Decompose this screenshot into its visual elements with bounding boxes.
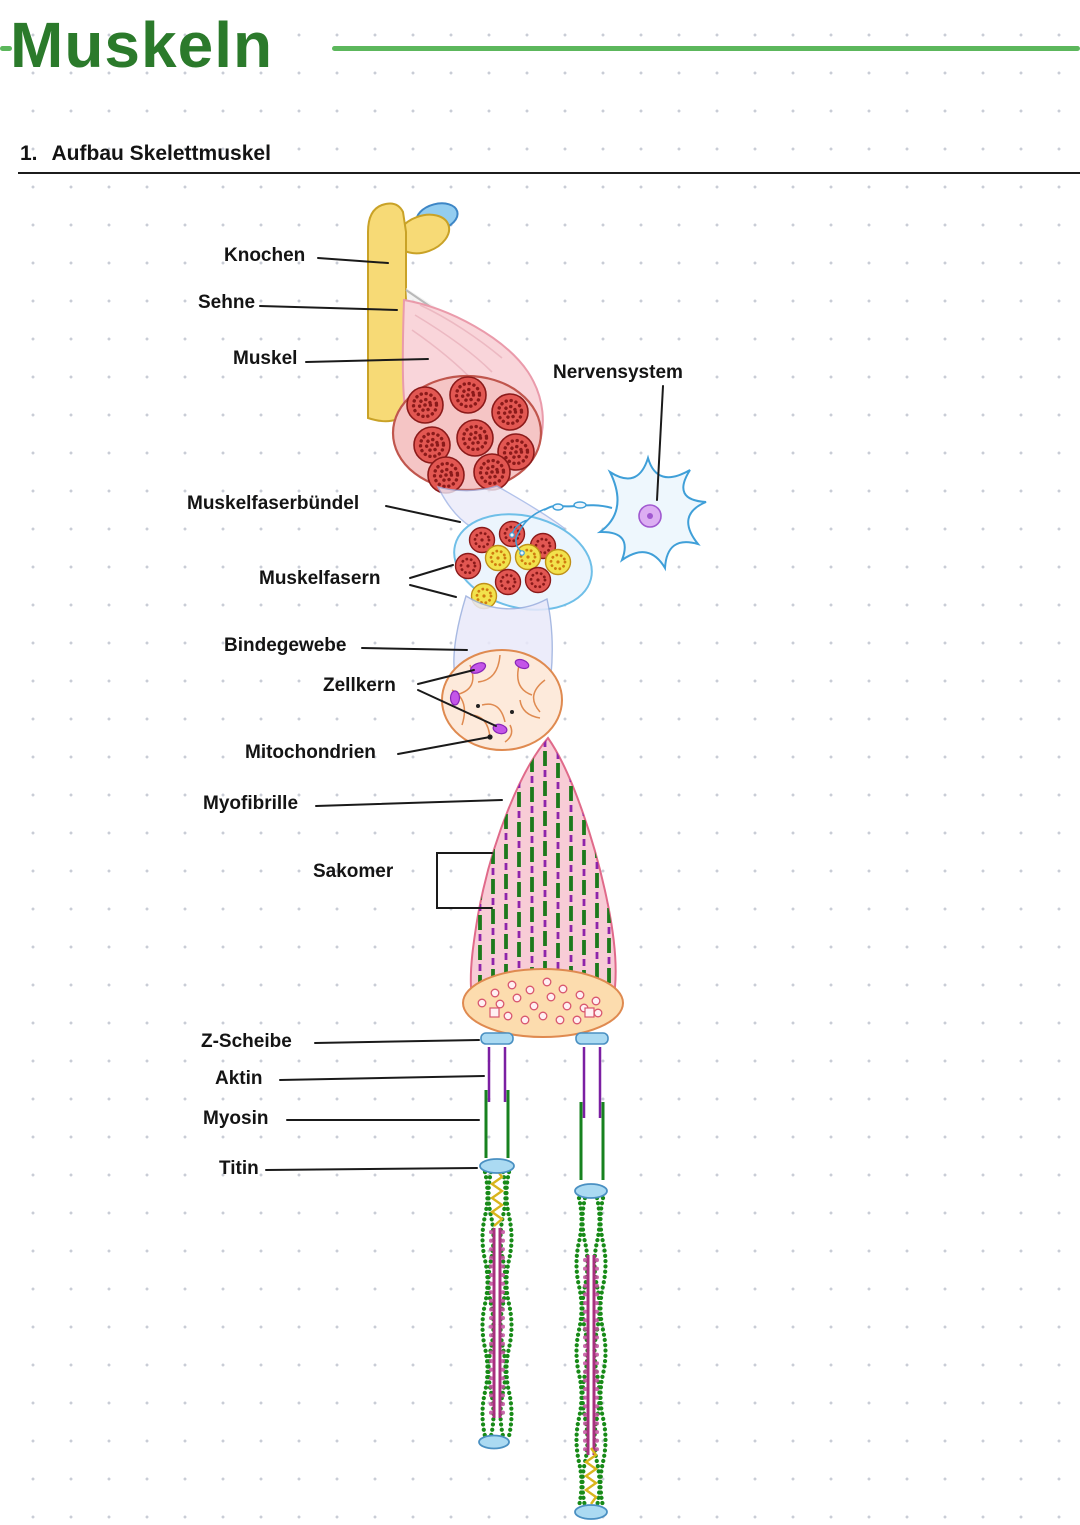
leader-lines (259, 257, 664, 1171)
leader-line-aktin (279, 1075, 485, 1081)
muscle-cross-section (391, 374, 543, 495)
label-z-scheibe: Z-Scheibe (201, 1031, 292, 1052)
sarcomere-strand-left (480, 1032, 514, 1158)
sarcomere-detail-left (478, 1158, 515, 1450)
leader-line-z-scheibe (314, 1039, 480, 1044)
leader-line-mitochondrien (397, 736, 491, 755)
section-number: 1. (20, 142, 38, 165)
leader-line-muskelfasern-2 (409, 584, 457, 598)
sakomer-bracket (436, 852, 493, 909)
bone-illustration (367, 202, 459, 423)
section-title: Aufbau Skelettmuskel (51, 142, 271, 165)
page-title: Muskeln (10, 9, 274, 81)
label-mitochondrien: Mitochondrien (245, 742, 376, 763)
label-nervensystem: Nervensystem (553, 362, 683, 383)
leader-line-myofibrille (315, 799, 503, 807)
leader-line-zellkern-1 (417, 669, 475, 685)
myofibril-cone-illustration (462, 736, 624, 1038)
section-underline (18, 172, 1080, 174)
title-rule-left (0, 46, 12, 51)
title-rule-right (332, 46, 1080, 51)
label-muskelfasern: Muskelfasern (259, 568, 381, 589)
leader-line-muskelfaserbuendel (385, 505, 461, 523)
leader-line-muskelfasern-1 (409, 564, 454, 579)
label-myofibrille: Myofibrille (203, 793, 299, 814)
fiber-bundle-illustration (453, 513, 593, 611)
label-bindegewebe: Bindegewebe (224, 635, 347, 656)
label-myosin: Myosin (203, 1108, 269, 1129)
leader-line-titin (265, 1167, 478, 1171)
label-sakomer: Sakomer (313, 861, 394, 882)
label-sehne: Sehne (198, 292, 256, 313)
leader-line-nervensystem (656, 385, 664, 501)
label-muskelfaserbuendel: Muskelfaserbündel (187, 493, 360, 514)
label-titin: Titin (219, 1158, 259, 1179)
label-muskel: Muskel (233, 348, 298, 369)
sarcomere-strand-right (575, 1032, 609, 1180)
leader-line-sehne (259, 305, 398, 311)
leader-line-zellkern-2 (417, 689, 497, 727)
leader-line-knochen (317, 257, 389, 264)
muscle-fiber-cross-section (441, 649, 563, 751)
label-zellkern: Zellkern (323, 675, 396, 696)
section-heading: 1. Aufbau Skelettmuskel (20, 142, 271, 166)
leader-line-bindegewebe (361, 647, 468, 651)
nerve-cell-illustration (509, 454, 707, 572)
label-aktin: Aktin (215, 1068, 263, 1089)
sarcomere-detail-right (574, 1183, 608, 1520)
label-knochen: Knochen (224, 245, 306, 266)
leader-line-muskel (305, 358, 429, 363)
